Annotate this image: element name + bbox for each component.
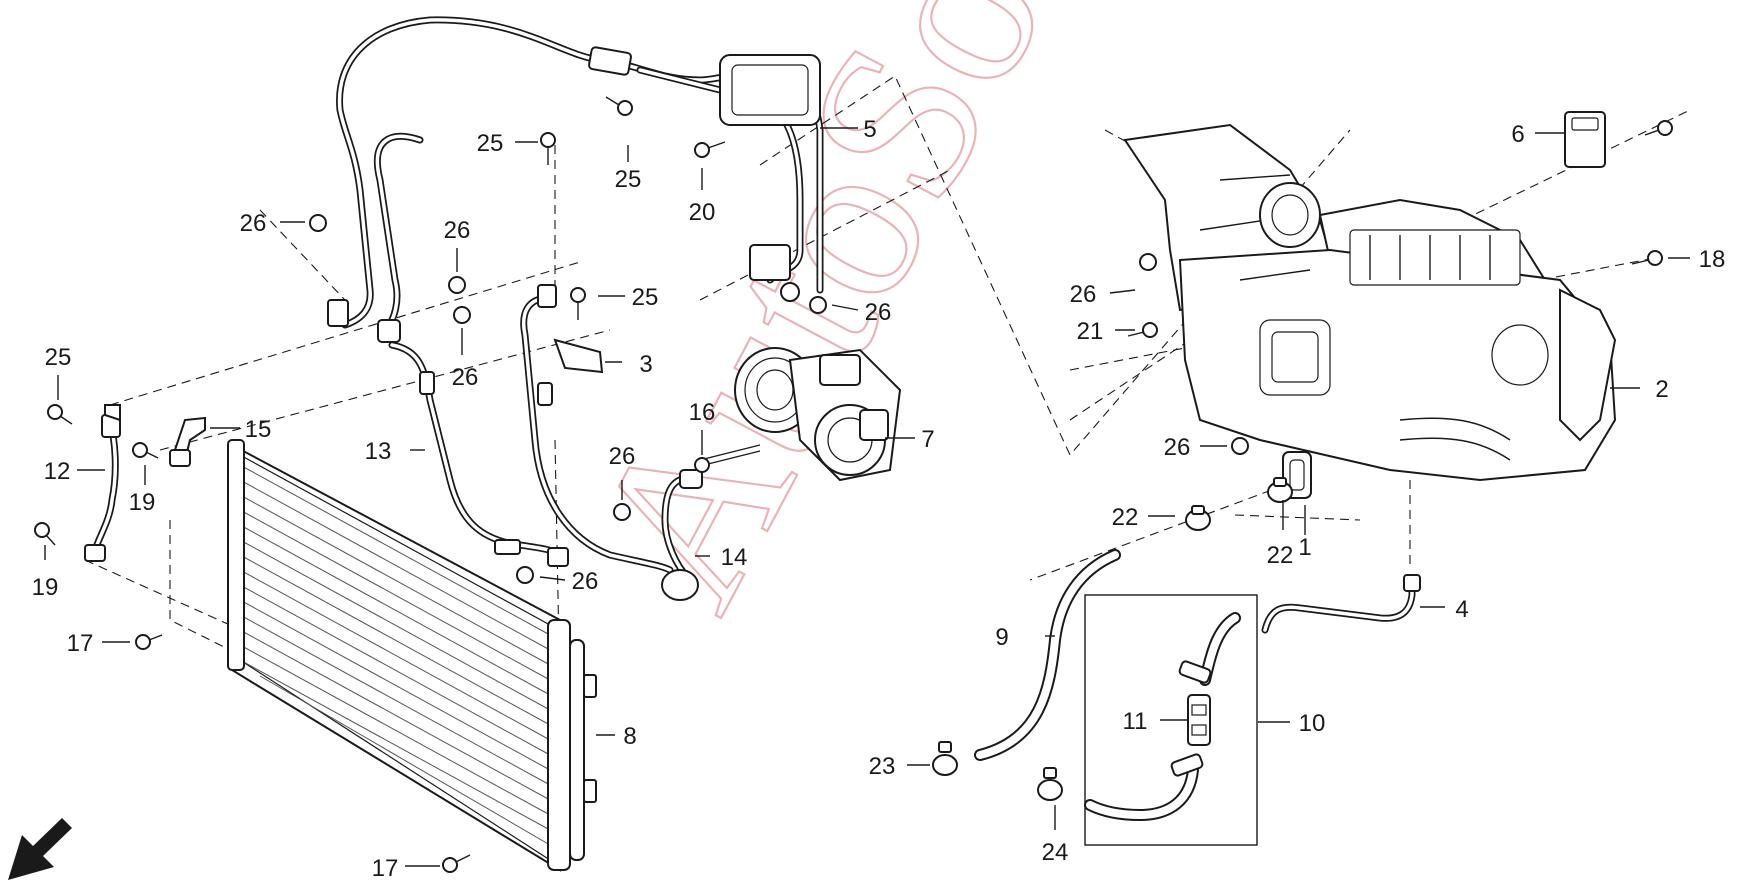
bracket-15 [169, 416, 206, 467]
callout-26-h: 26 [1164, 434, 1191, 461]
callout-26-c: 26 [452, 364, 479, 391]
sensor-6 [1564, 111, 1606, 168]
ac-pipe-13 [388, 341, 569, 567]
callout-25-b: 25 [615, 166, 642, 193]
callout-8: 8 [623, 723, 636, 750]
callout-12: 12 [44, 458, 71, 485]
callout-14: 14 [721, 544, 748, 571]
callout-6: 6 [1511, 121, 1524, 148]
condenser-8 [227, 439, 597, 872]
bolt-19-b [34, 522, 56, 546]
callout-22-b: 22 [1267, 542, 1294, 569]
callout-23: 23 [869, 753, 896, 780]
callout-26-b: 26 [444, 217, 471, 244]
bolt-17-b [442, 854, 471, 873]
callout-19-a: 19 [129, 489, 156, 516]
callout-20: 20 [689, 199, 716, 226]
callout-26-e: 26 [609, 443, 636, 470]
bolt-17-a [135, 634, 163, 650]
callout-15: 15 [245, 416, 272, 443]
clamps [932, 477, 1293, 801]
front-direction-arrow-icon [8, 818, 72, 880]
callout-21: 21 [1077, 318, 1104, 345]
nut-26-b [448, 276, 466, 294]
callout-3: 3 [639, 351, 652, 378]
bolt-25-d [47, 404, 73, 425]
compressor-7 [699, 347, 902, 482]
callout-labels: 1 2 3 4 5 6 7 8 9 10 11 12 13 14 15 16 1… [32, 116, 1726, 882]
callout-25-c: 25 [632, 284, 659, 311]
watermark-text: AutoSoft [539, 0, 1160, 643]
callout-26-f: 26 [572, 568, 599, 595]
bolt-21 [1127, 322, 1158, 338]
nut-26-a [309, 214, 327, 232]
fasteners [34, 96, 1673, 873]
callout-26-a: 26 [240, 210, 267, 237]
bolt-20 [694, 141, 726, 158]
callout-7: 7 [921, 426, 934, 453]
watermark: AutoSoft [538, 0, 1161, 645]
nut-26-c [453, 306, 471, 324]
callout-13: 13 [365, 438, 392, 465]
coolant-hose-9 [974, 549, 1121, 761]
callout-24: 24 [1042, 839, 1069, 866]
callout-1: 1 [1298, 534, 1311, 561]
clip-12-top [327, 299, 349, 327]
bolt-18 [1631, 250, 1663, 266]
clip-13-top [377, 319, 401, 343]
leader-lines [44, 127, 1690, 867]
callout-16: 16 [689, 399, 716, 426]
callout-22-a: 22 [1112, 504, 1139, 531]
hvac-housing-2 [1123, 123, 1617, 482]
callout-17-a: 17 [67, 630, 94, 657]
bolt-6-screw [1644, 120, 1673, 136]
coolant-hose-kit-10 [1084, 594, 1258, 846]
callout-9: 9 [995, 624, 1008, 651]
callout-25-a: 25 [477, 130, 504, 157]
callout-18: 18 [1699, 246, 1726, 273]
bolt-19-a [132, 442, 159, 459]
ac-pipe-12 [84, 404, 121, 562]
callout-17-b: 17 [372, 855, 399, 882]
callout-11: 11 [1123, 708, 1148, 735]
callout-26-d: 26 [865, 299, 892, 326]
nut-26-h [1231, 437, 1249, 455]
nut-26-d [809, 296, 827, 314]
coolant-hose-4 [1261, 574, 1421, 634]
nut-26-f [516, 566, 534, 584]
bolt-16 [694, 457, 710, 473]
condenser-fins [239, 464, 551, 846]
connector-11 [1187, 694, 1211, 746]
callout-4: 4 [1455, 596, 1468, 623]
callout-10: 10 [1299, 710, 1326, 737]
callout-26-g: 26 [1070, 281, 1097, 308]
bolt-25-c [570, 287, 586, 320]
callout-19-b: 19 [32, 574, 59, 601]
nut-26-g [1139, 253, 1157, 271]
ac-pipe-14 [661, 469, 703, 601]
nut-26-e [613, 503, 631, 521]
bolt-25-a [540, 132, 556, 165]
bolt-25-b [605, 96, 633, 116]
callout-5: 5 [863, 116, 876, 143]
callout-25-d: 25 [45, 344, 72, 371]
callout-2: 2 [1655, 376, 1668, 403]
ac-pipe-3 [520, 284, 674, 574]
ac-pipe-5 [336, 16, 824, 334]
